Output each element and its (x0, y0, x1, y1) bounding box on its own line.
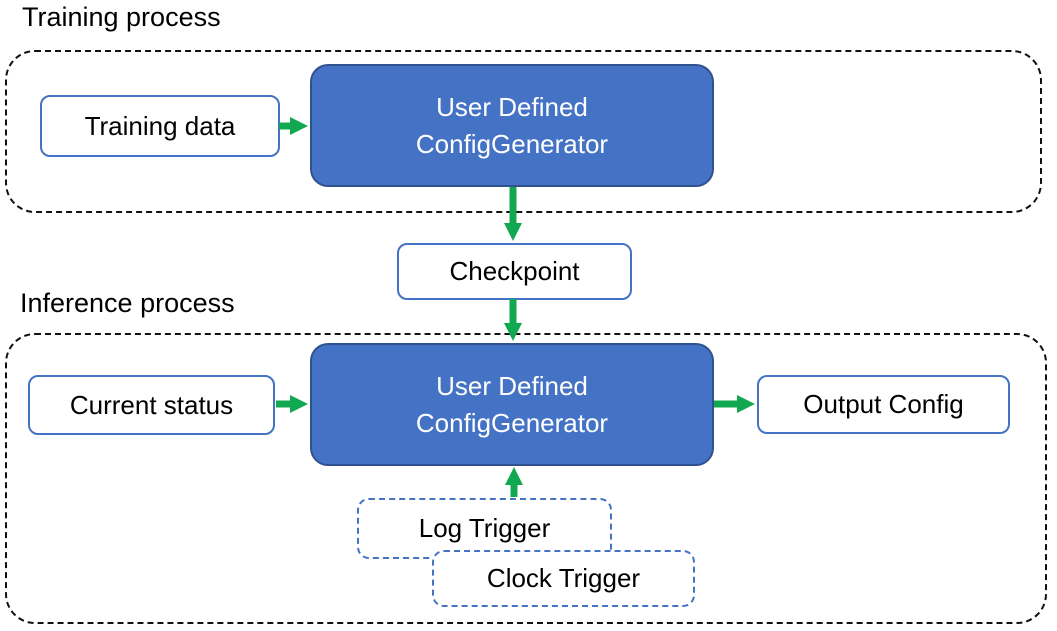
training-process-label: Training process (22, 2, 221, 32)
training-process-container (5, 50, 1042, 213)
training-config-generator-line1: User Defined (436, 91, 588, 122)
training-config-generator-line2: ConfigGenerator (415, 128, 609, 159)
checkpoint-label: Checkpoint (449, 256, 580, 286)
training-config-generator-box: User Defined ConfigGenerator (310, 64, 714, 187)
log-trigger-box: Log Trigger (357, 498, 612, 559)
clock-trigger-label: Clock Trigger (486, 563, 641, 593)
training-data-label: Training data (84, 110, 236, 141)
training-data-box: Training data (40, 95, 280, 157)
output-config-label: Output Config (803, 389, 964, 419)
checkpoint-box: Checkpoint (397, 243, 632, 300)
current-status-label: Current status (69, 389, 234, 420)
log-trigger-label: Log Trigger (418, 513, 551, 543)
inference-process-label: Inference process (20, 288, 235, 318)
inference-config-generator-line2: ConfigGenerator (415, 407, 609, 438)
inference-config-generator-box: User Defined ConfigGenerator (310, 343, 714, 466)
inference-config-generator-line1: User Defined (436, 370, 588, 401)
current-status-box: Current status (28, 375, 275, 435)
clock-trigger-box: Clock Trigger (432, 550, 695, 607)
inference-process-container (5, 333, 1047, 624)
output-config-box: Output Config (757, 375, 1010, 434)
